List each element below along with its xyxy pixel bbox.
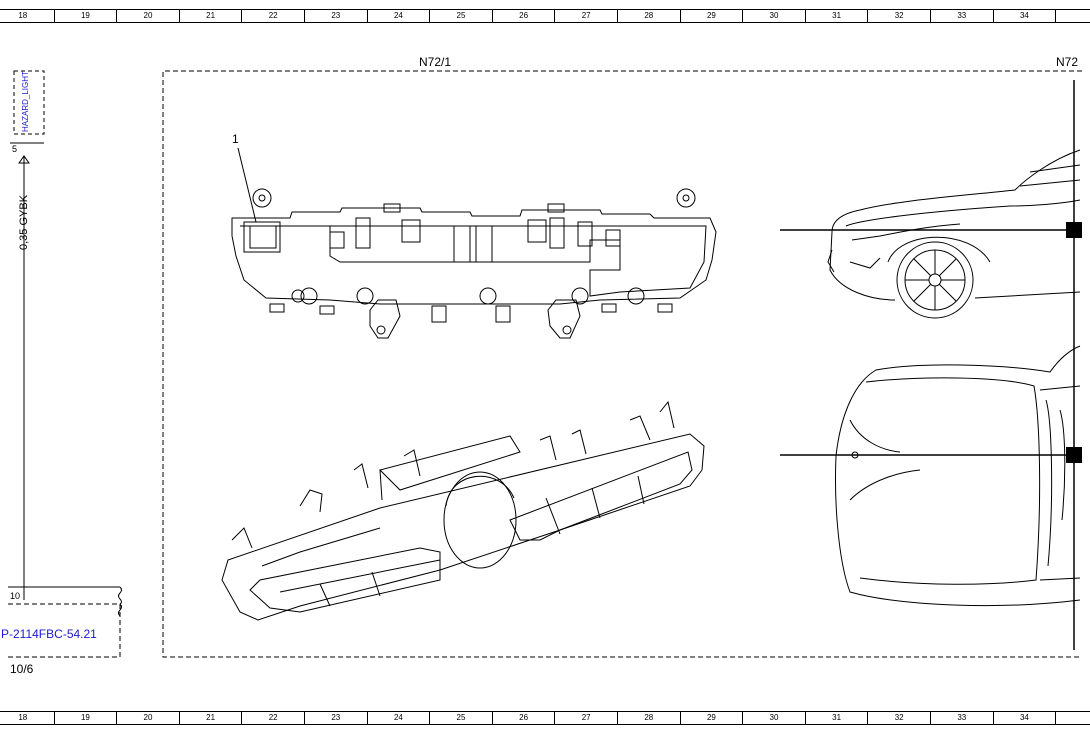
pin-number-top: 5 [12,144,18,154]
ruler-column-27: 27 [555,712,618,724]
locator-marker-top [1066,222,1082,238]
component-frame [162,70,1082,658]
ruler-column-32: 32 [868,10,931,22]
ruler-column-25: 25 [430,712,493,724]
ruler-column-24: 24 [368,10,431,22]
ruler-column-18: 18 [0,10,55,22]
ruler-column-25: 25 [430,10,493,22]
ruler-column-32: 32 [868,712,931,724]
ruler-column-28: 28 [618,10,681,22]
callout-leader [237,147,257,223]
ruler-column-34: 34 [994,10,1057,22]
ruler-column-31: 31 [806,712,869,724]
pin-number-bottom: 10 [10,591,21,601]
ruler-column-23: 23 [305,712,368,724]
connector-code-link[interactable]: 54.21-P-2114FBC [1,627,97,641]
ruler-column-21: 21 [180,10,243,22]
vehicle-front-view [835,345,1081,607]
ruler-column-22: 22 [242,712,305,724]
ruler-column-29: 29 [681,10,744,22]
component-title: N72/1 [419,55,452,69]
callout-number: 1 [232,132,239,146]
ruler-column-27: 27 [555,10,618,22]
ruler-column-28: 28 [618,712,681,724]
connector-box [8,603,121,658]
switch-panel-iso-view [221,400,705,621]
ruler-column-22: 22 [242,10,305,22]
switch-panel-top-view [231,188,717,339]
wire-spec: 0,35 GYBK [18,194,30,250]
ruler-column-24: 24 [368,712,431,724]
ruler-column-21: 21 [180,712,243,724]
ruler-column-30: 30 [743,10,806,22]
vehicle-side-view [827,149,1081,319]
ruler-column-34: 34 [994,712,1057,724]
ruler-column-33: 33 [931,712,994,724]
ruler-column-19: 19 [55,10,118,22]
pin-arrow [18,155,30,164]
ruler-column-18: 18 [0,712,55,724]
ruler-column-20: 20 [117,10,180,22]
locator-marker-bottom [1066,447,1082,463]
ruler-column-30: 30 [743,712,806,724]
signal-box [13,70,45,135]
component-title-right: N72 [1056,55,1079,69]
ruler-column-29: 29 [681,712,744,724]
ruler-column-31: 31 [806,10,869,22]
ruler-column-19: 19 [55,712,118,724]
ruler-column-23: 23 [305,10,368,22]
ruler-column-26: 26 [493,10,556,22]
signal-label[interactable]: HAZARD_LIGHT [21,71,30,132]
connector-ref: 10/6 [10,662,34,676]
ruler-column-20: 20 [117,712,180,724]
ruler-column-33: 33 [931,10,994,22]
ruler-column-26: 26 [493,712,556,724]
